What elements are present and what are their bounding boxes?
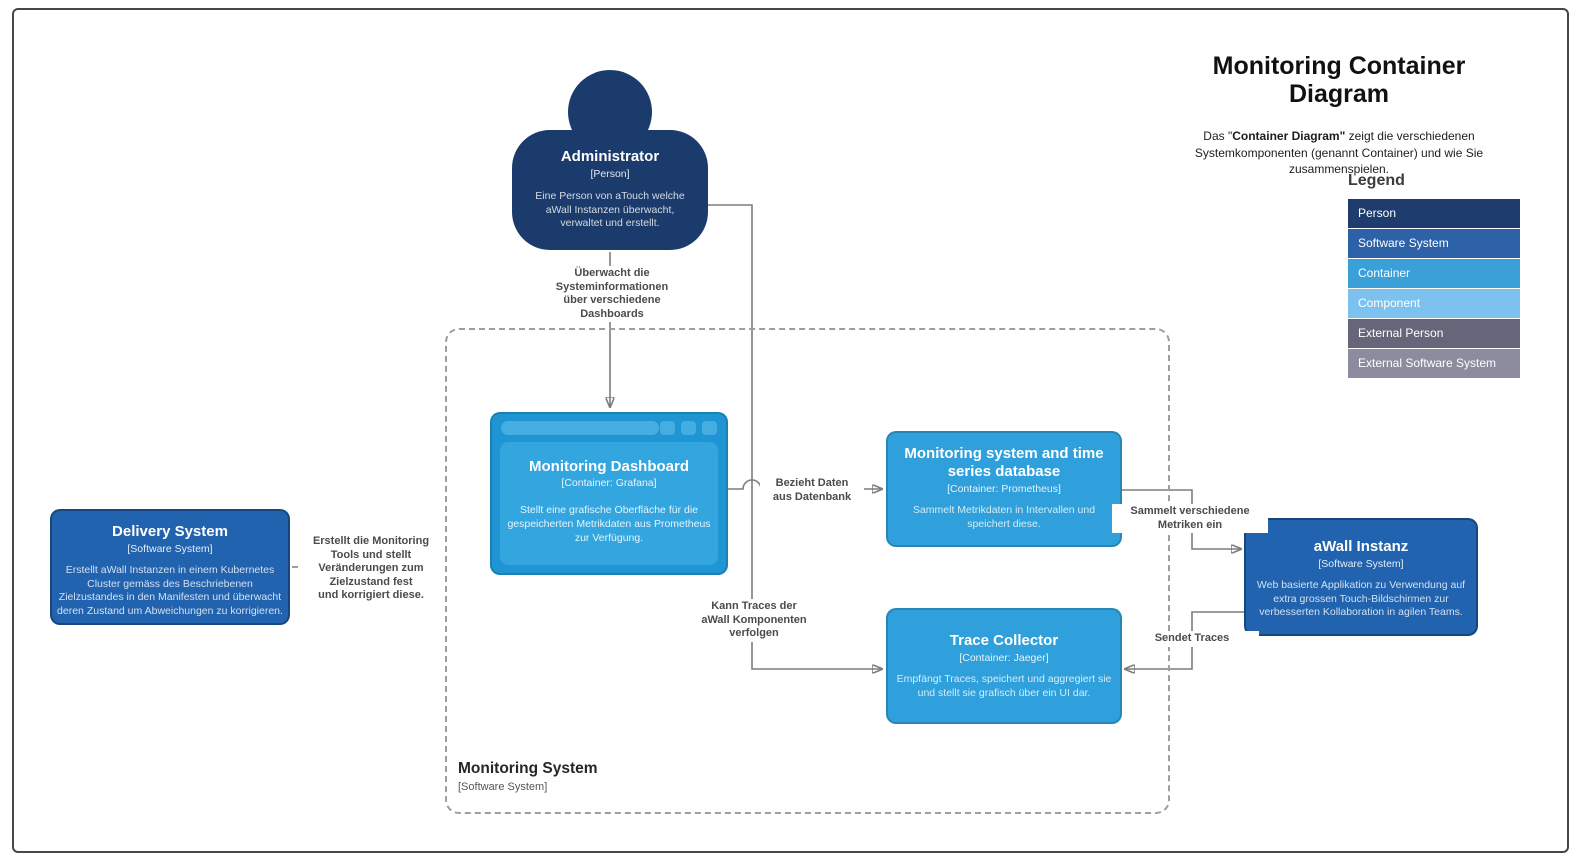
browser-button bbox=[681, 421, 696, 435]
legend-item-person: Person bbox=[1348, 199, 1520, 228]
node-description: Eine Person von aTouch welche aWall Inst… bbox=[535, 190, 685, 229]
node-title: Administrator bbox=[560, 148, 660, 165]
node-title: Monitoring system and time series databa… bbox=[904, 445, 1104, 480]
boundary-title: Monitoring System bbox=[458, 760, 598, 777]
edge-label-delivery-to-monitoring: Erstellt die Monitoring Tools und stellt… bbox=[298, 534, 444, 604]
diagram-subtitle: Das "Container Diagram" zeigt die versch… bbox=[1194, 129, 1484, 176]
edge-label-admin-to-dashboard: Überwacht die Systeminformationen über v… bbox=[520, 266, 704, 322]
edge-label-awall-to-trace: Sendet Traces bbox=[1125, 631, 1259, 647]
edge-label-dashboard-to-prometheus: Bezieht Daten aus Datenbank bbox=[760, 476, 864, 505]
node-title: Monitoring Dashboard bbox=[529, 458, 689, 475]
node-meta: [Container: Jaeger] bbox=[959, 652, 1049, 664]
node-administrator: Administrator [Person] Eine Person von a… bbox=[512, 130, 708, 250]
browser-content: Monitoring Dashboard [Container: Grafana… bbox=[500, 442, 718, 565]
legend: Legend Person Software System Container … bbox=[1348, 172, 1520, 379]
legend-item-software-system: Software System bbox=[1348, 229, 1520, 258]
legend-item-container: Container bbox=[1348, 259, 1520, 288]
node-delivery-system: Delivery System [Software System] Erstel… bbox=[50, 509, 290, 625]
node-description: Sammelt Metrikdaten in Intervallen und s… bbox=[912, 504, 1096, 530]
diagram-outer-border bbox=[12, 8, 1569, 853]
edge-label-admin-to-trace: Kann Traces der aWall Komponenten verfol… bbox=[667, 599, 841, 642]
legend-item-component: Component bbox=[1348, 289, 1520, 318]
node-trace-collector: Trace Collector [Container: Jaeger] Empf… bbox=[886, 608, 1122, 724]
edge-admin-to-trace bbox=[708, 204, 882, 669]
diagram-title-block: Monitoring Container Diagram Das "Contai… bbox=[1163, 52, 1515, 178]
browser-button bbox=[660, 421, 675, 435]
node-monitoring-dashboard: Monitoring Dashboard [Container: Grafana… bbox=[490, 412, 728, 575]
node-description: Web basierte Applikation zu Verwendung a… bbox=[1256, 579, 1466, 618]
node-description: Erstellt aWall Instanzen in einem Kubern… bbox=[57, 564, 283, 617]
node-title: Trace Collector bbox=[949, 632, 1059, 649]
boundary-meta: [Software System] bbox=[458, 781, 548, 793]
monitoring-system-boundary bbox=[445, 328, 1170, 814]
legend-title: Legend bbox=[1348, 172, 1405, 189]
node-meta: [Software System] bbox=[1318, 558, 1404, 570]
legend-item-external-person: External Person bbox=[1348, 319, 1520, 348]
node-prometheus: Monitoring system and time series databa… bbox=[886, 431, 1122, 547]
node-meta: [Container: Prometheus] bbox=[947, 483, 1061, 495]
browser-address-bar bbox=[501, 421, 659, 435]
edge-label-prometheus-to-awall: Sammelt verschiedene Metriken ein bbox=[1112, 504, 1268, 533]
node-title: Delivery System bbox=[112, 523, 228, 540]
node-meta: [Software System] bbox=[127, 543, 213, 555]
diagram-title: Monitoring Container Diagram bbox=[1212, 52, 1466, 108]
node-awall-instanz: aWall Instanz [Software System] Web basi… bbox=[1244, 518, 1478, 636]
node-title: aWall Instanz bbox=[1313, 538, 1409, 555]
node-meta: [Container: Grafana] bbox=[561, 477, 657, 489]
browser-button bbox=[702, 421, 717, 435]
node-description: Empfängt Traces, speichert und aggregier… bbox=[896, 673, 1112, 699]
node-description: Stellt eine grafische Oberfläche für die… bbox=[507, 504, 711, 544]
node-meta: [Person] bbox=[590, 168, 630, 180]
browser-window-buttons bbox=[660, 421, 717, 435]
legend-item-external-software-system: External Software System bbox=[1348, 349, 1520, 378]
